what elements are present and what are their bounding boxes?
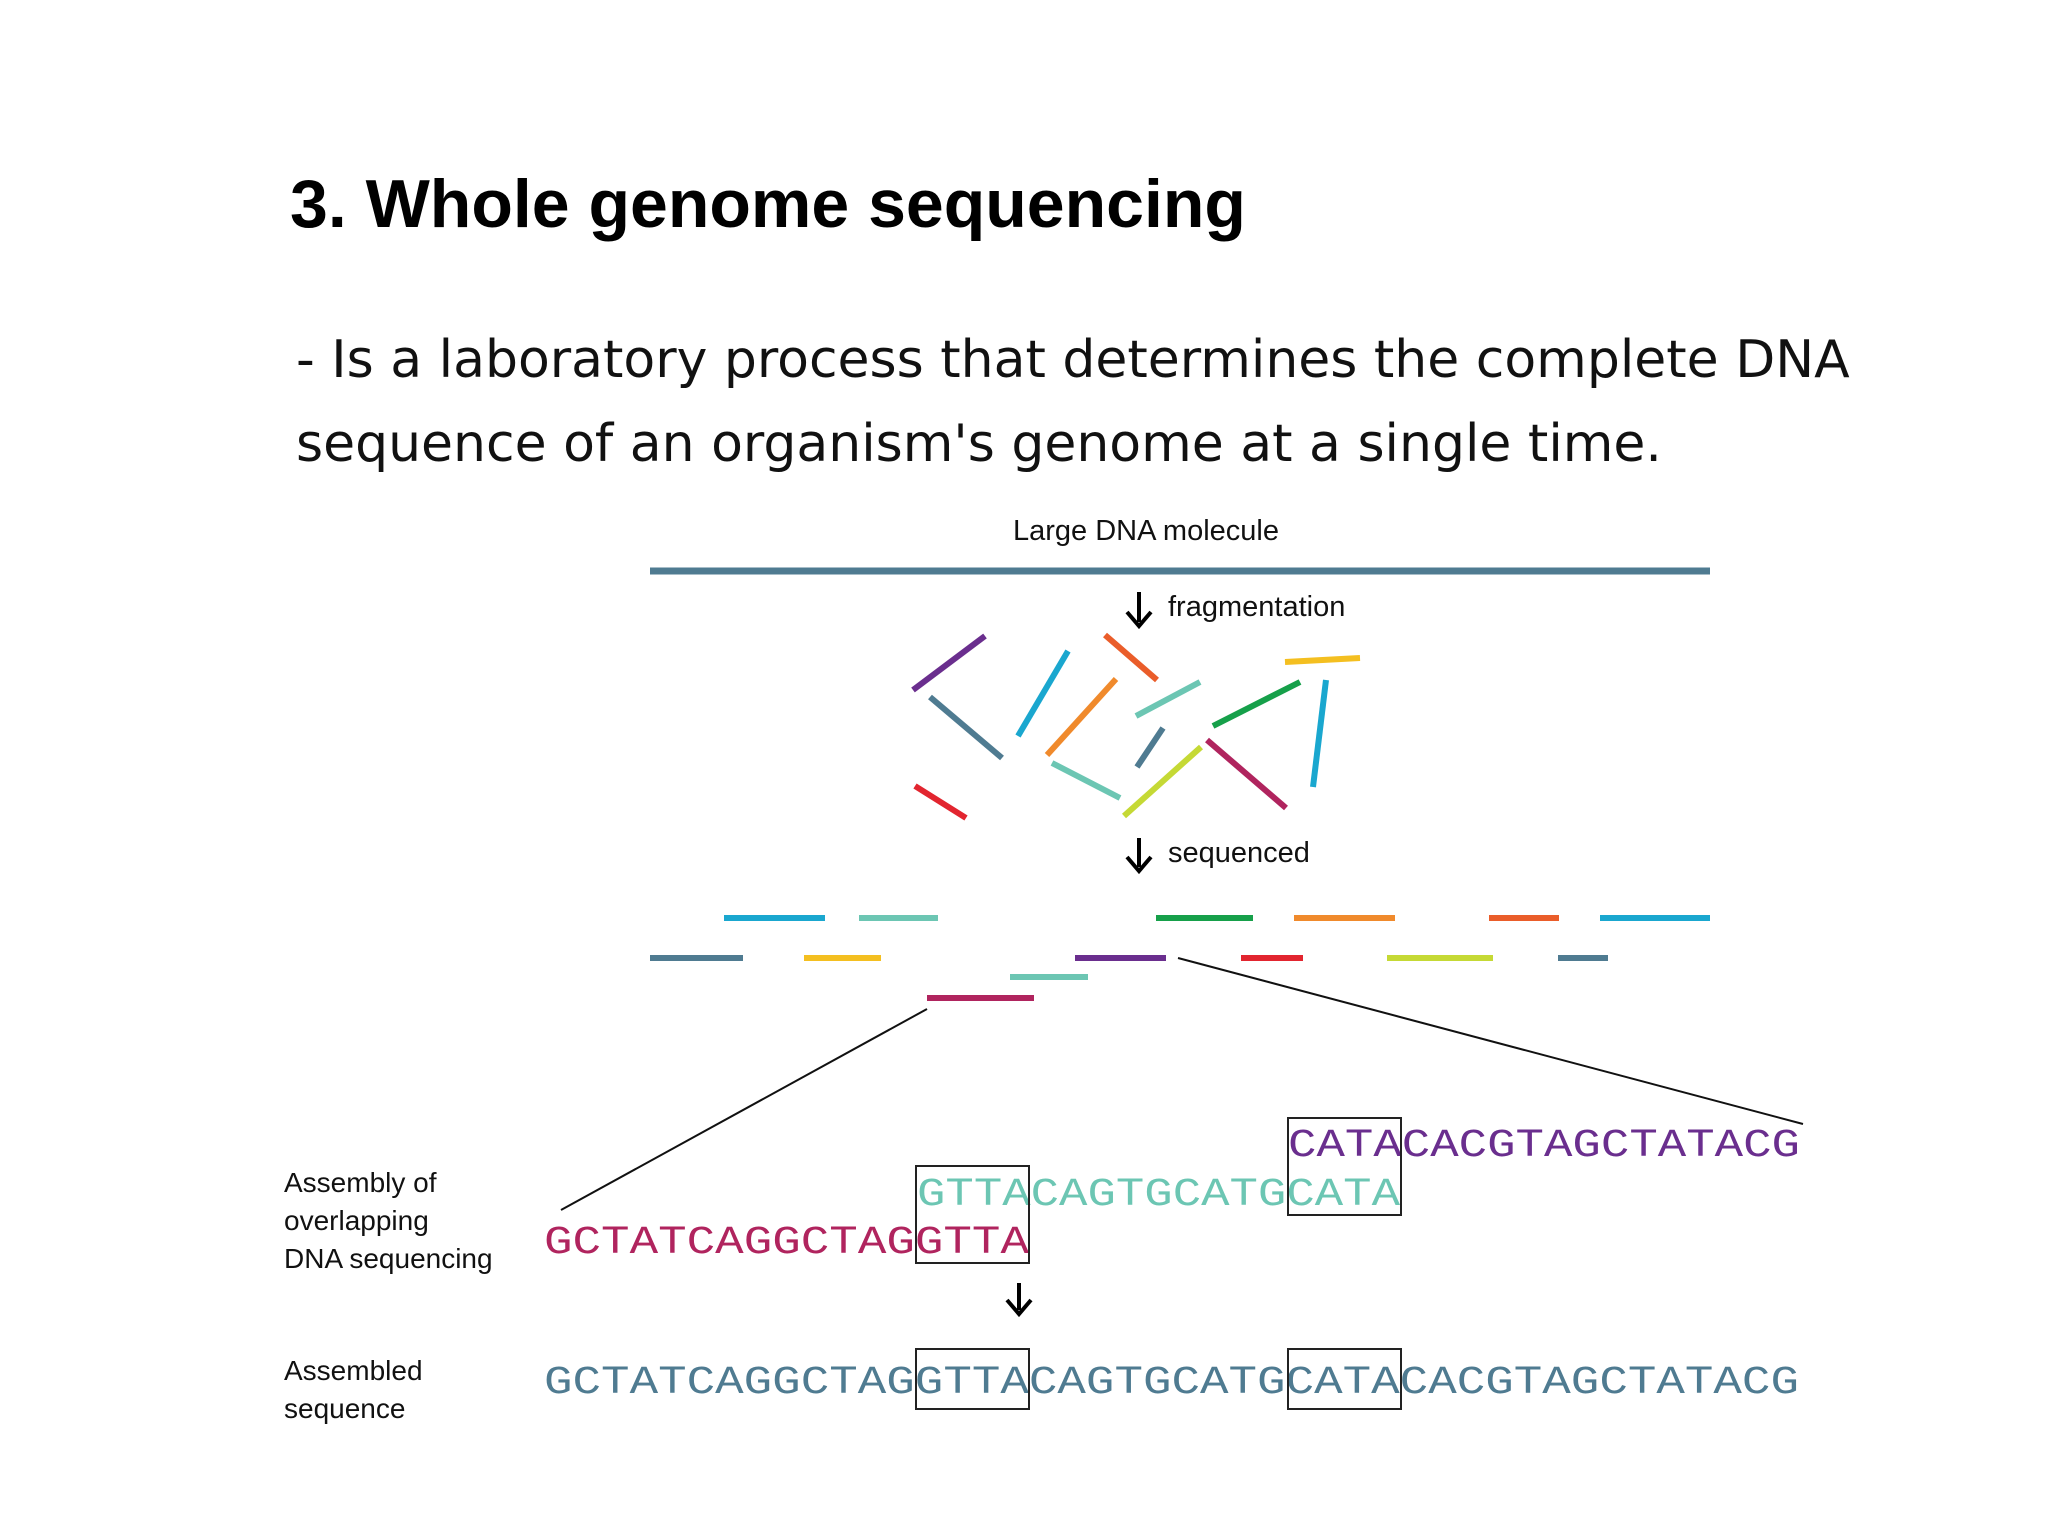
fragment [1205, 737, 1288, 811]
fragment [928, 694, 1004, 761]
assembled-overlap-box-1 [915, 1348, 1030, 1410]
zoom-line-left [560, 1008, 928, 1211]
fragment [1121, 744, 1204, 819]
dna-fragments [911, 632, 1361, 821]
fragment [1103, 632, 1159, 683]
fragment [1050, 760, 1122, 801]
assembled-label: Assembled sequence [284, 1355, 430, 1424]
molecule-label: Large DNA molecule [1013, 515, 1279, 547]
assembly-label: Assembly of overlapping DNA sequencing [284, 1167, 493, 1274]
fragment [911, 633, 987, 693]
fragment [1211, 679, 1302, 729]
sequenced-label: sequenced [1168, 837, 1310, 869]
fragment [1310, 679, 1329, 788]
assembly-arrow-icon [1005, 1283, 1033, 1318]
fragment [913, 783, 968, 821]
fragment [1015, 649, 1071, 738]
overlap-box-right [1287, 1117, 1402, 1216]
zoom-line-right [1177, 957, 1804, 1125]
fragment [1044, 676, 1119, 758]
fragment [1134, 679, 1202, 719]
slide-body-text: - Is a laboratory process that determine… [296, 330, 1850, 474]
fragment [1134, 726, 1166, 769]
sequenced-reads [650, 915, 1710, 1001]
fragmentation-label: fragmentation [1168, 591, 1345, 623]
sequenced-arrow-icon [1125, 838, 1153, 875]
overlap-box-left [915, 1165, 1030, 1264]
fragment [1284, 655, 1361, 665]
slide-title: 3. Whole genome sequencing [290, 166, 1246, 242]
fragmentation-arrow-icon [1125, 592, 1153, 630]
assembled-overlap-box-2 [1287, 1348, 1402, 1410]
